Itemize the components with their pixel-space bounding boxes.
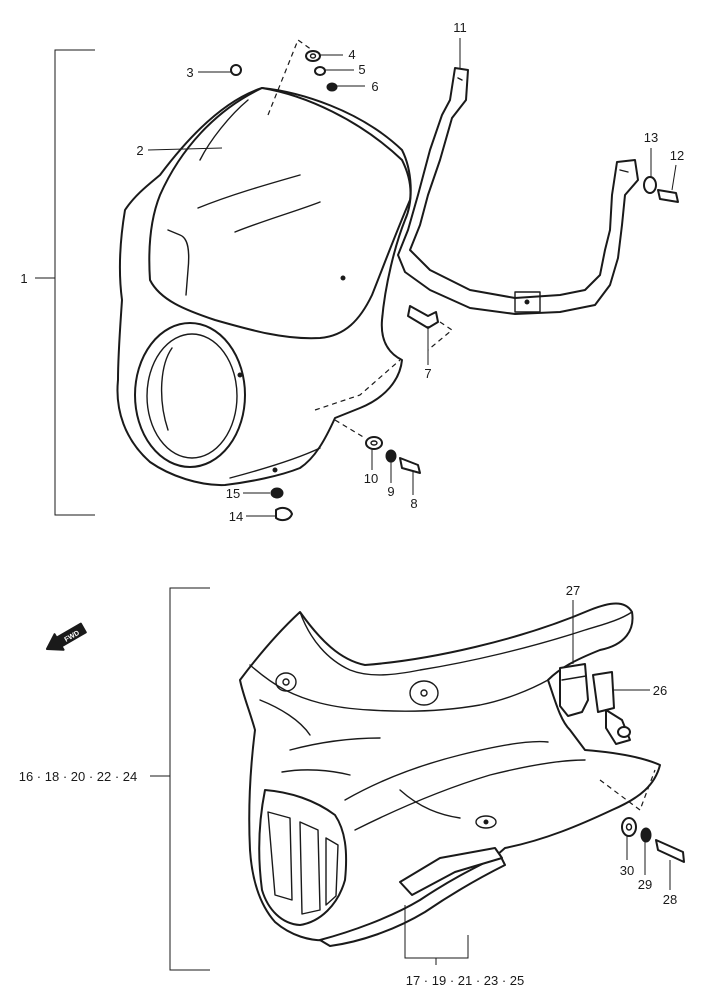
callout-6: 6	[371, 79, 378, 94]
callout-27: 27	[566, 583, 580, 598]
stay-27	[559, 600, 589, 717]
stay-26	[592, 671, 650, 745]
headlight-opening	[134, 322, 246, 468]
callout-3: 3	[186, 65, 193, 80]
screw-14	[246, 506, 293, 522]
callout-4: 4	[348, 47, 355, 62]
callout-17-25: 17 · 19 · 21 · 23 · 25	[406, 973, 525, 988]
bolt-12	[657, 164, 679, 203]
callout-16-24: 16 · 18 · 20 · 22 · 24	[19, 769, 138, 784]
washer-13	[643, 148, 657, 194]
callout-15: 15	[226, 486, 240, 501]
callout-30: 30	[620, 863, 634, 878]
callout-9: 9	[387, 484, 394, 499]
callout-26: 26	[653, 683, 667, 698]
callout-2: 2	[136, 143, 143, 158]
callout-5: 5	[358, 62, 365, 77]
upper-cowling-assembly: 1 2 3 4 5 6 7 8 9 10 11 12 13 14 15	[20, 20, 684, 524]
callout-12: 12	[670, 148, 684, 163]
callout-11: 11	[453, 20, 467, 35]
group-16-24-bracket	[169, 587, 210, 971]
callout-29: 29	[638, 877, 652, 892]
windscreen	[148, 87, 412, 340]
washer-4	[305, 50, 343, 62]
forward-arrow-icon: FWD	[45, 622, 87, 651]
callout-7: 7	[424, 366, 431, 381]
washer-9	[385, 449, 397, 483]
washer-10	[365, 436, 383, 470]
bolt-28	[655, 839, 685, 890]
nut-15	[243, 487, 284, 499]
bolt-7	[407, 305, 454, 365]
callout-28: 28	[663, 892, 677, 907]
callout-1: 1	[20, 271, 27, 286]
lower-cowl-assembly: 16 · 18 · 20 · 22 · 24 17 · 19 · 21 · 23…	[19, 583, 685, 988]
washer-29	[640, 827, 652, 875]
callout-8: 8	[410, 496, 417, 511]
nut-6	[326, 82, 365, 92]
washer-5	[314, 66, 354, 76]
washer-30	[621, 817, 637, 860]
screw-3	[198, 64, 242, 76]
callout-10: 10	[364, 471, 378, 486]
callout-13: 13	[644, 130, 658, 145]
group-1-bracket	[54, 49, 95, 516]
lower-trim-strip	[319, 854, 506, 947]
callout-14: 14	[229, 509, 243, 524]
headlight-stay-11	[397, 38, 639, 315]
bolt-8	[399, 457, 421, 495]
